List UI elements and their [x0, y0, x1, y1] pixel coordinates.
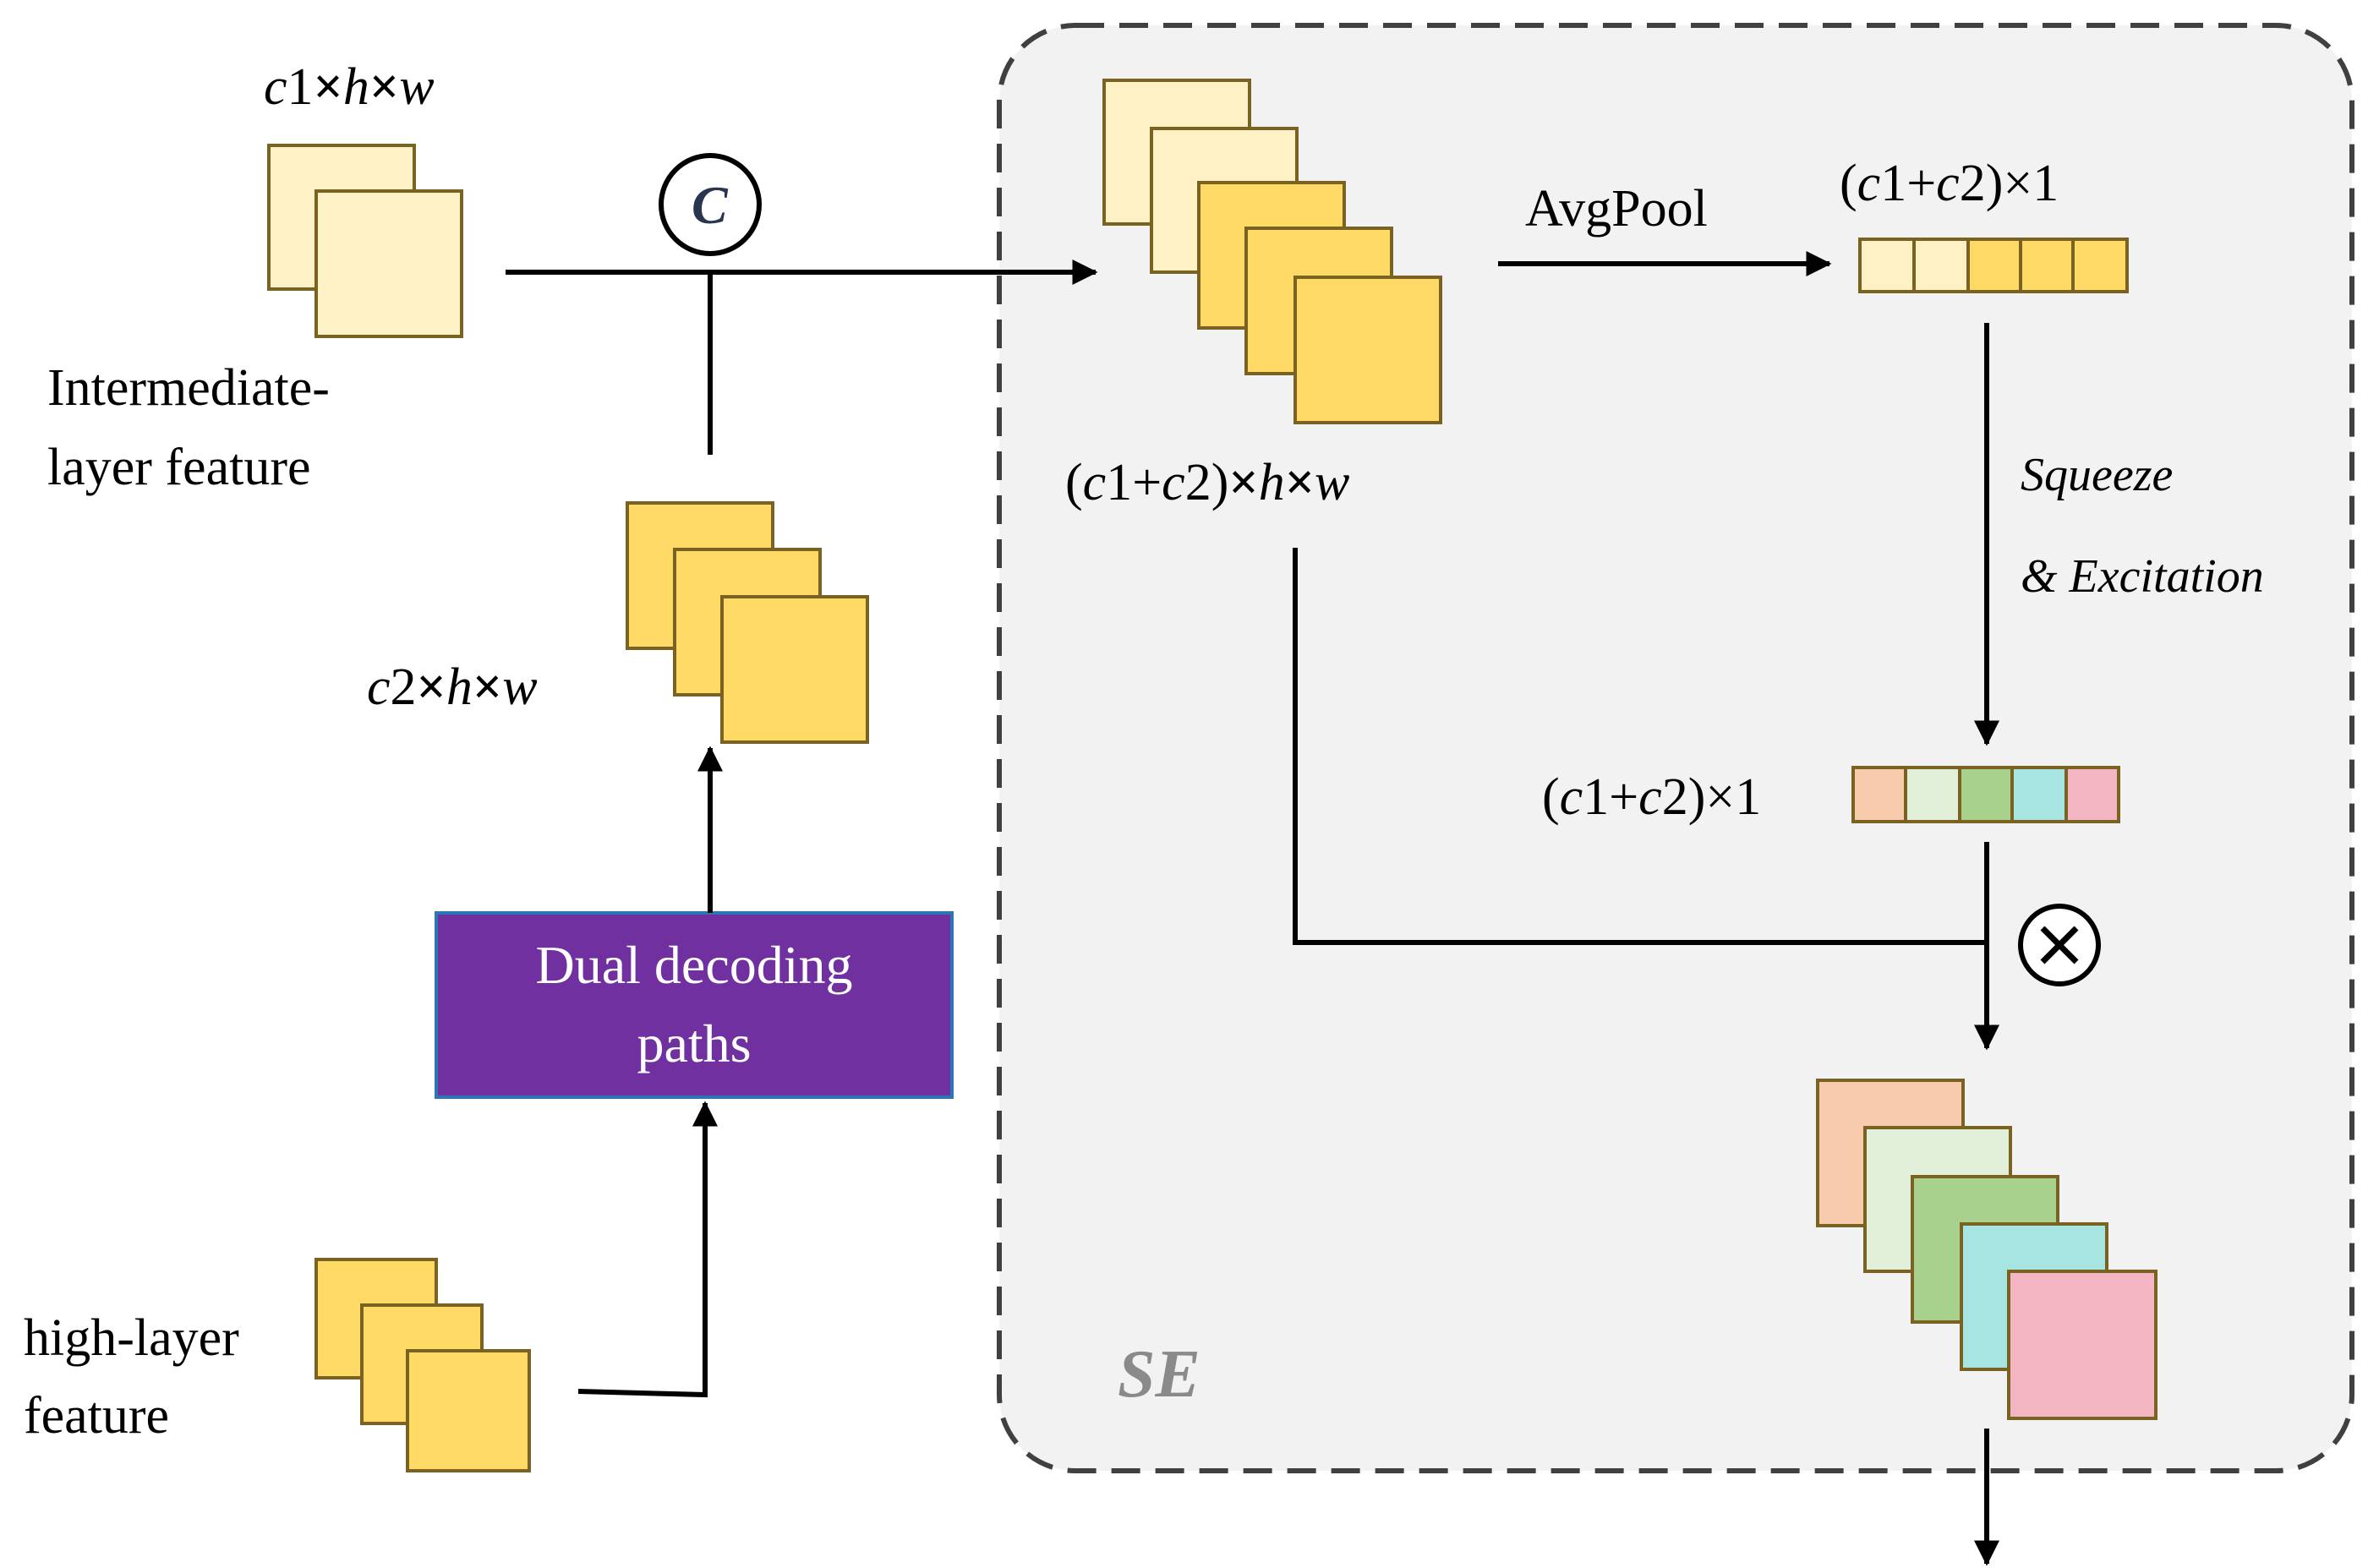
weights-vector — [1851, 766, 2120, 823]
concat-symbol: C — [692, 175, 728, 235]
se-label: SE — [1118, 1337, 1200, 1412]
high-to-dual-arrow — [577, 1101, 718, 1398]
pooled-vector — [1858, 238, 2129, 293]
pooled-dim-label: (c1+c2)×1 — [1840, 155, 2059, 212]
weights-dim-label: (c1+c2)×1 — [1542, 768, 1762, 826]
high-layer-feature-stack — [314, 1258, 531, 1472]
output-feature-stack — [1816, 1079, 2158, 1420]
excitation-label: & Excitation — [2021, 550, 2264, 603]
high-layer-label-line1: high-layer — [24, 1309, 239, 1367]
concat-feature-stack — [1102, 79, 1442, 424]
multiply-icon — [2040, 926, 2079, 964]
dual-decoding-paths-box — [435, 911, 954, 1099]
high-layer-label-line2: feature — [24, 1387, 170, 1445]
intermediate-dim-label: c1×h×w — [264, 58, 435, 116]
concat-dim-label: (c1+c2)×h×w — [1065, 454, 1350, 511]
avgpool-label: AvgPool — [1525, 180, 1708, 238]
c2-feature-stack — [626, 501, 869, 744]
residual-path — [1293, 548, 1987, 945]
connectors — [506, 251, 1999, 1566]
intermediate-label-line2: layer feature — [47, 439, 311, 496]
intermediate-feature-stack — [267, 144, 463, 338]
concat-circle — [659, 153, 762, 256]
c2-dim-label: c2×h×w — [367, 658, 538, 716]
squeeze-label: Squeeze — [2021, 449, 2174, 501]
intermediate-label-line1: Intermediate- — [47, 359, 330, 417]
